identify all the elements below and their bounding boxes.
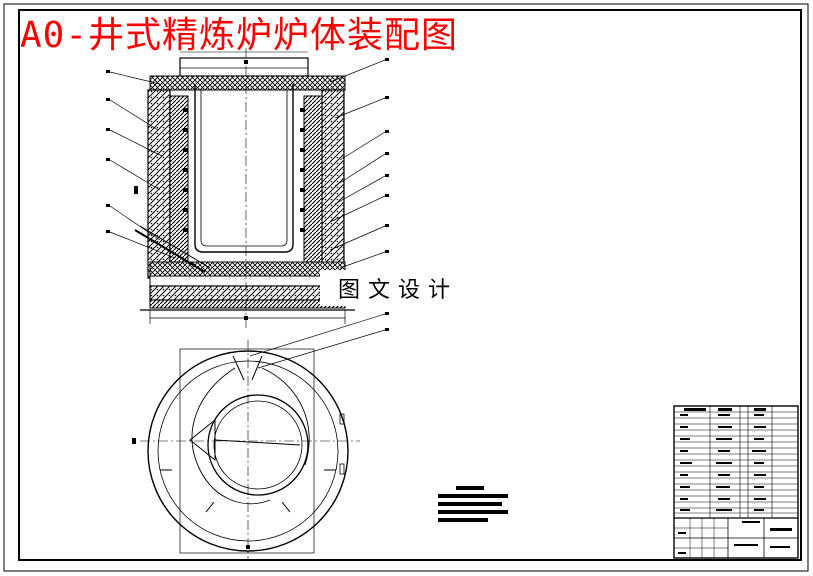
drawing-title: A0-井式精炼炉炉体装配图 [20,15,459,56]
leader-dots-right [385,58,389,331]
sheet-border [3,3,809,572]
furnace-section-view [134,48,355,330]
leader-dots-left [106,70,110,233]
leader-lines-left [109,71,176,259]
technical-notes [438,486,508,522]
title-block [673,405,799,559]
furnace-plan-view [132,340,360,560]
watermark-text: 图文设计 [320,270,473,306]
